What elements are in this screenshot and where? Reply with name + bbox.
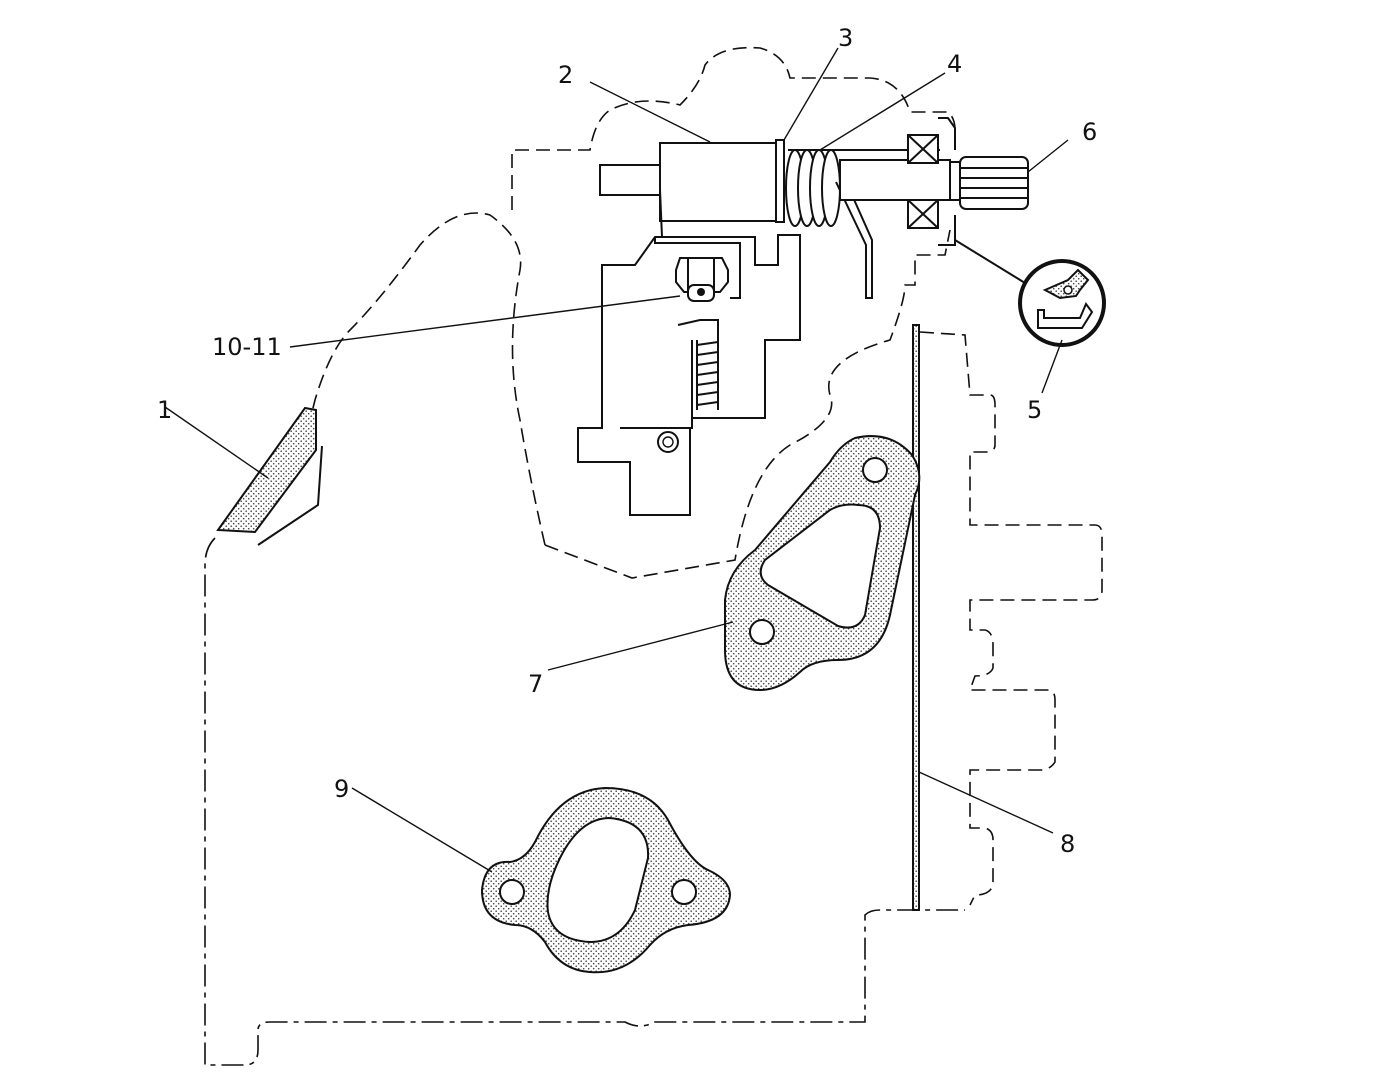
gasket-part-7 xyxy=(724,435,921,692)
bolt-part-10-11 xyxy=(675,257,729,302)
gasket-strip-part-8 xyxy=(912,324,920,911)
lever-hub-part-2 xyxy=(599,142,781,238)
callout-1: 1 xyxy=(157,396,172,424)
callout-7: 7 xyxy=(528,670,543,698)
housing-outline xyxy=(309,46,956,579)
callout-3: 3 xyxy=(838,24,853,52)
lever-spring xyxy=(677,319,719,410)
seal-detail-part-5 xyxy=(954,239,1106,347)
callout-6: 6 xyxy=(1082,118,1097,146)
pin-hole xyxy=(657,431,679,453)
leader-lines xyxy=(164,47,1069,873)
callout-8: 8 xyxy=(1060,830,1075,858)
washer-part-3 xyxy=(775,139,785,223)
lever-assembly xyxy=(577,234,801,516)
seal-strip-part-1 xyxy=(216,406,323,546)
callout-5: 5 xyxy=(1027,396,1042,424)
callout-10-11: 10-11 xyxy=(212,333,282,361)
gasket-part-9 xyxy=(480,786,732,974)
shaft-part-6 xyxy=(839,117,1029,246)
engine-block-outline xyxy=(204,331,1103,1066)
callout-9: 9 xyxy=(334,775,349,803)
callout-4: 4 xyxy=(947,50,962,78)
callout-2: 2 xyxy=(558,61,573,89)
torsion-spring-part-4 xyxy=(785,149,940,299)
